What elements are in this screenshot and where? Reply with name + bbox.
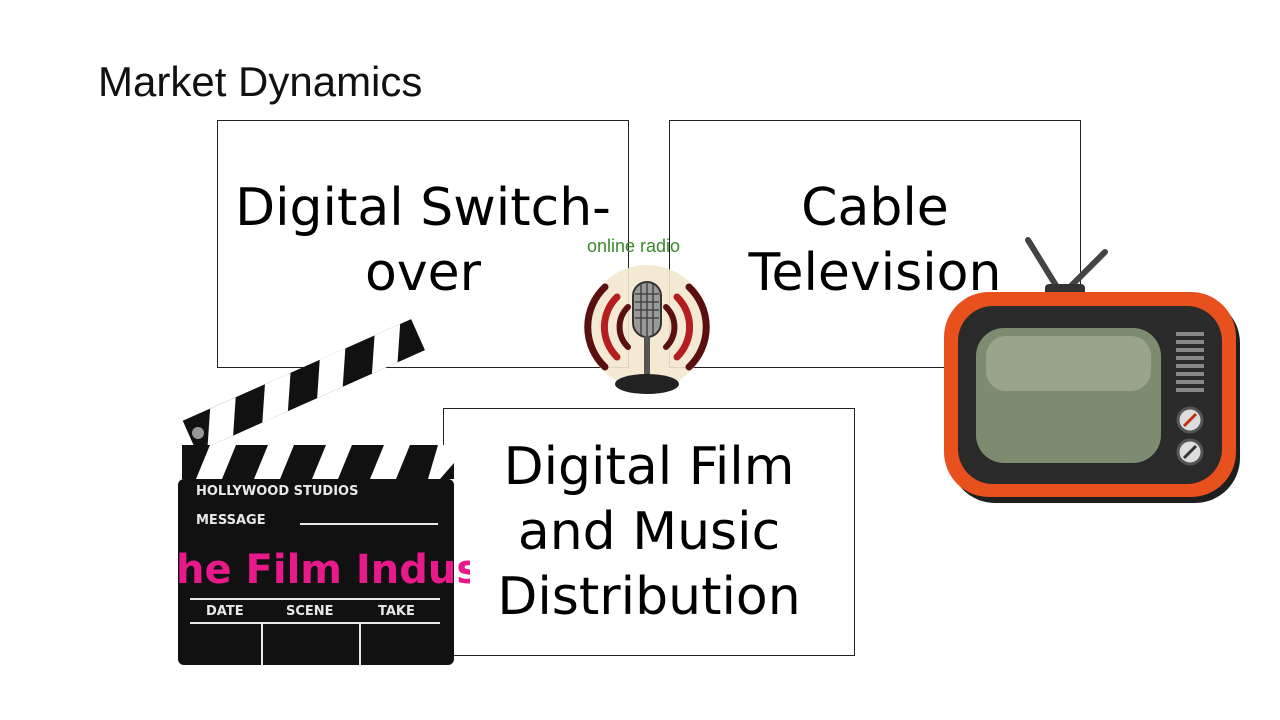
slide-title: Market Dynamics	[98, 58, 423, 105]
clapperboard-image: HOLLYWOOD STUDIOS MESSAGE he Film Indust…	[176, 319, 470, 665]
clapper-studio: HOLLYWOOD STUDIOS	[196, 484, 358, 499]
digital-switchover-box: Digital Switch- over	[217, 120, 629, 368]
radio-label: online radio	[587, 236, 680, 256]
digital-distribution-text: Digital Film and Music Distribution	[497, 436, 801, 627]
clapper-headline: he Film Indust	[176, 547, 470, 593]
clapper-message: MESSAGE	[196, 513, 266, 528]
clapper-date: DATE	[206, 604, 244, 619]
digital-distribution-box: Digital Film and Music Distribution	[443, 408, 855, 656]
television-image	[944, 237, 1240, 503]
cable-television-text: Cable Television	[748, 178, 1002, 303]
digital-switchover-text: Digital Switch- over	[235, 178, 611, 303]
clapper-scene: SCENE	[286, 604, 334, 619]
online-radio-image: online radio	[584, 236, 710, 394]
clapper-take: TAKE	[378, 604, 415, 619]
